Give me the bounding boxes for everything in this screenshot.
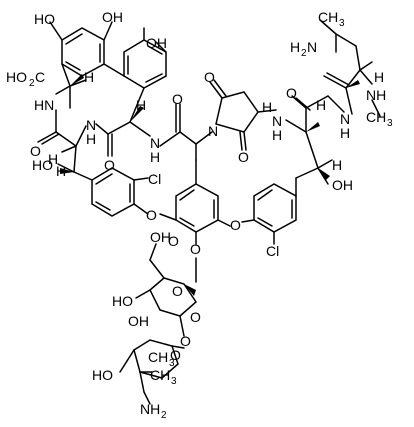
oxygen-label: O <box>190 309 201 325</box>
amide-nh-label: N <box>86 117 96 133</box>
carbonyl-oxygen-label: O <box>204 69 215 85</box>
phenol-ring-top <box>123 27 167 89</box>
methyl-label: CH <box>148 349 168 365</box>
ether-oxygen-label: O <box>230 217 241 233</box>
carbonyl-oxygen-label: O <box>238 149 249 165</box>
carbonyl-oxygen-label: O <box>104 157 115 173</box>
hydroxyl-label: OH <box>128 313 149 329</box>
hydrogen-label: H <box>136 97 146 113</box>
wedge-bond <box>306 122 320 132</box>
hydrogen-label: H <box>56 163 66 179</box>
methyl-subscript: 3 <box>339 18 345 29</box>
hydroxyl-label: OH <box>102 9 123 25</box>
hydroxyl-label: HO <box>34 11 55 27</box>
amine-subscript: 2 <box>301 48 307 59</box>
carbonyl-oxygen-label: O <box>172 91 183 107</box>
resorcinol-ring <box>49 21 113 77</box>
hydrogen-label: H <box>84 69 94 85</box>
ether-oxygen-label: O <box>146 207 157 223</box>
amine-label: NH <box>366 87 386 103</box>
carboxyl-subscript: 2 <box>29 78 35 89</box>
methyl-subscript: 3 <box>171 376 177 387</box>
methyl-label: CH <box>150 367 170 383</box>
sugar-ring-2 <box>119 339 185 405</box>
hydroxyl-label: HO <box>92 367 113 383</box>
hydrogen-label: H <box>374 69 384 85</box>
hydrogen-label: H <box>332 157 342 173</box>
amide-nh-label: N <box>272 113 282 129</box>
carboxyl-label: HO <box>6 69 27 85</box>
hydrogen-label: H <box>48 151 58 167</box>
hydroxyl-label: OH <box>150 229 171 245</box>
glycosidic-oxygen-label: O <box>190 241 201 257</box>
methyl-label: CH <box>366 109 386 125</box>
central-ring <box>159 143 231 245</box>
amine-label: N <box>307 39 317 55</box>
sugar-ring-1 <box>135 243 197 337</box>
ring-oxygen-label: O <box>172 283 183 299</box>
alpha-carbon-1 <box>55 63 87 109</box>
carbonyl-oxygen-label: O <box>286 85 297 101</box>
carbonyl-oxygen-label: O <box>30 143 41 159</box>
hydroxyl-label: HO <box>32 157 53 173</box>
amine-label: NH <box>140 401 160 417</box>
glycosidic-oxygen-label: O <box>180 333 191 349</box>
wedge-bond <box>184 284 196 296</box>
methyl-subscript: 3 <box>387 118 393 129</box>
oxygen-label: O <box>168 233 179 249</box>
chlorophenyl-ring-right <box>241 177 297 245</box>
carboxyl-label: C <box>35 69 45 85</box>
amide-nh-label: HN <box>34 97 54 113</box>
wedge-bond <box>346 80 360 88</box>
amine-label: H <box>290 39 300 55</box>
methyl-label: CH <box>318 9 338 25</box>
chlorine-label: Cl <box>148 171 161 187</box>
amide-nh-label: N <box>340 111 350 127</box>
biaryl-bond <box>103 63 125 77</box>
succinimide-ring <box>195 79 307 151</box>
wedge-bond <box>130 106 144 122</box>
ring-oxygen-label: O <box>170 347 181 363</box>
wedge-bond <box>60 168 74 174</box>
hydroxyl-label: OH <box>146 35 167 51</box>
amide-nh-label: N <box>150 135 160 151</box>
methyl-subscript: 3 <box>169 358 175 369</box>
right-chain <box>291 19 381 185</box>
wedge-bond <box>318 168 330 180</box>
chlorine-label: Cl <box>266 243 279 259</box>
hydrogen-label: H <box>316 97 326 113</box>
hydrogen-label: H <box>86 131 96 147</box>
imide-nitrogen-label: N <box>208 123 218 139</box>
hydrogen-label: H <box>272 127 282 143</box>
hydrogen-label: H <box>262 99 272 115</box>
chlorophenyl-ring-left <box>91 167 149 217</box>
hydrogen-label: H <box>150 149 160 165</box>
hydroxyl-label: OH <box>332 177 353 193</box>
left-chain <box>37 87 197 181</box>
hydrogen-label: H <box>340 125 350 141</box>
hydroxyl-label: HO <box>112 293 133 309</box>
amine-subscript: 2 <box>161 410 167 421</box>
wedge-bond <box>70 74 84 86</box>
